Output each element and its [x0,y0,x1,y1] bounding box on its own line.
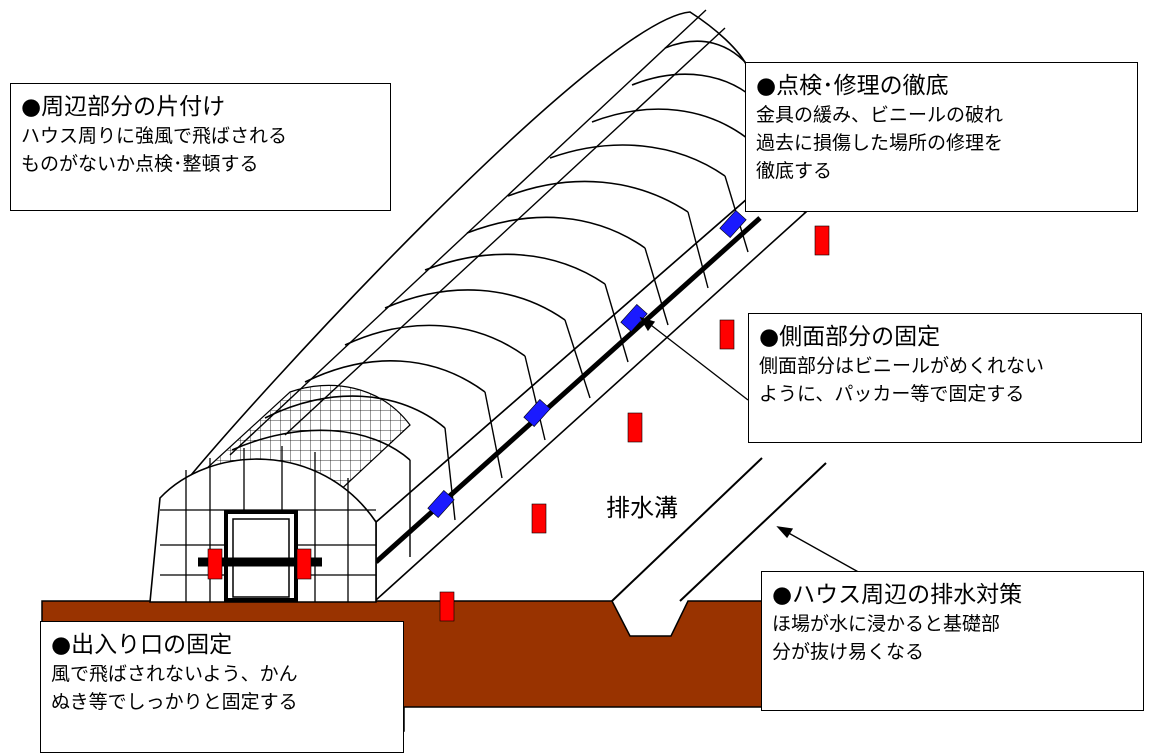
anchor-stake [531,503,547,534]
packer-clip [427,489,455,519]
side-clips [427,209,747,519]
callout-body: ハウス周りに強風で飛ばされる ものがないか点検･整頓する [21,125,288,175]
anchor-stake [719,319,735,350]
packer-clip [523,398,551,428]
anchor-stake [814,225,830,256]
callout-side-fixing: ●側面部分の固定 側面部分はビニールがめくれない ように、パッカー等で固定する [748,313,1142,443]
anchor-stake [627,412,643,443]
callout-body: 側面部分はビニールがめくれない ように、パッカー等で固定する [759,355,1045,405]
door-lock-left [207,548,223,580]
drainage-trench [611,457,827,602]
callout-title: ●ハウス周辺の排水対策 [772,582,1023,608]
anchor-stake [439,591,455,622]
packer-clip [620,303,648,333]
callout-title: ●点検･修理の徹底 [756,73,949,99]
callout-leaders [639,316,863,575]
callout-body: 金具の緩み、ビニールの破れ 過去に損傷した場所の修理を 徹底する [756,104,1004,182]
callout-entrance-fixing: ●出入り口の固定 風で飛ばされないよう、かん ぬき等でしっかりと固定する [40,621,404,753]
greenhouse [173,9,808,602]
callout-inspection-repair: ●点検･修理の徹底 金具の緩み、ビニールの破れ 過去に損傷した場所の修理を 徹底… [745,62,1138,212]
packer-clip [719,209,747,239]
door-lock-right [296,548,312,580]
callout-drainage-measures: ●ハウス周辺の排水対策 ほ場が水に浸かると基礎部 分が抜け易くなる [761,571,1144,711]
callout-title: ●出入り口の固定 [51,632,233,658]
callout-surroundings-cleanup: ●周辺部分の片付け ハウス周りに強風で飛ばされる ものがないか点検･整頓する [10,83,391,211]
callout-title: ●側面部分の固定 [759,324,941,350]
drainage-trench-label: 排水溝 [606,494,678,522]
callout-body: 風で飛ばされないよう、かん ぬき等でしっかりと固定する [51,663,298,713]
callout-body: ほ場が水に浸かると基礎部 分が抜け易くなる [772,613,1001,663]
anchor-stakes [207,225,830,622]
callout-title: ●周辺部分の片付け [21,94,226,120]
